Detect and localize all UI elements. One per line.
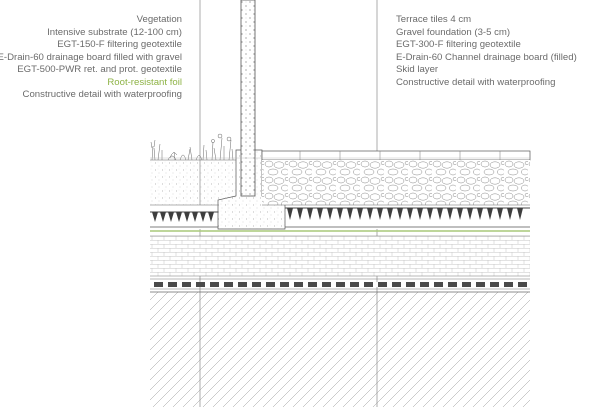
waterproofing-membrane xyxy=(150,282,530,287)
legend-gravel-foundation: Gravel foundation (3-5 cm) xyxy=(396,26,511,38)
intensive-substrate xyxy=(150,160,236,205)
legend-edrain60-board: E-Drain-60 drainage board filled with gr… xyxy=(0,51,182,63)
drainage-board-left xyxy=(150,205,218,229)
vegetation xyxy=(150,133,234,161)
legend-egt150-geotextile: EGT-150-F filtering geotextile xyxy=(57,39,182,50)
insulation-layer xyxy=(150,236,530,276)
legend-root-resistant-foil: Root-resistant foil xyxy=(107,76,182,88)
legend-waterproofing-right: Constructive detail with waterproofing xyxy=(396,76,556,88)
legend-egt300-geotextile: EGT-300-F filtering geotextile xyxy=(396,39,521,50)
concrete-slab xyxy=(150,292,530,407)
right-legend: Terrace tiles 4 cm Gravel foundation (3-… xyxy=(396,14,577,89)
legend-waterproofing-left: Constructive detail with waterproofing xyxy=(22,89,182,100)
left-legend: Vegetation Intensive substrate (12-100 c… xyxy=(0,14,182,102)
legend-egt500-geotextile: EGT-500-PWR ret. and prot. geotextile xyxy=(17,64,182,75)
legend-vegetation: Vegetation xyxy=(136,14,182,25)
legend-intensive-substrate: Intensive substrate (12-100 cm) xyxy=(47,26,182,38)
gravel-foundation xyxy=(262,160,530,205)
drainage-board-left-cups xyxy=(152,212,214,222)
drainage-board-right-cups xyxy=(287,208,523,220)
terrace-tiles xyxy=(261,150,531,161)
legend-skid-layer: Skid layer xyxy=(396,64,439,75)
legend-terrace-tiles: Terrace tiles 4 cm xyxy=(396,14,472,25)
legend-edrain60-channel: E-Drain-60 Channel drainage board (fille… xyxy=(396,51,577,63)
column-wall xyxy=(240,0,256,197)
